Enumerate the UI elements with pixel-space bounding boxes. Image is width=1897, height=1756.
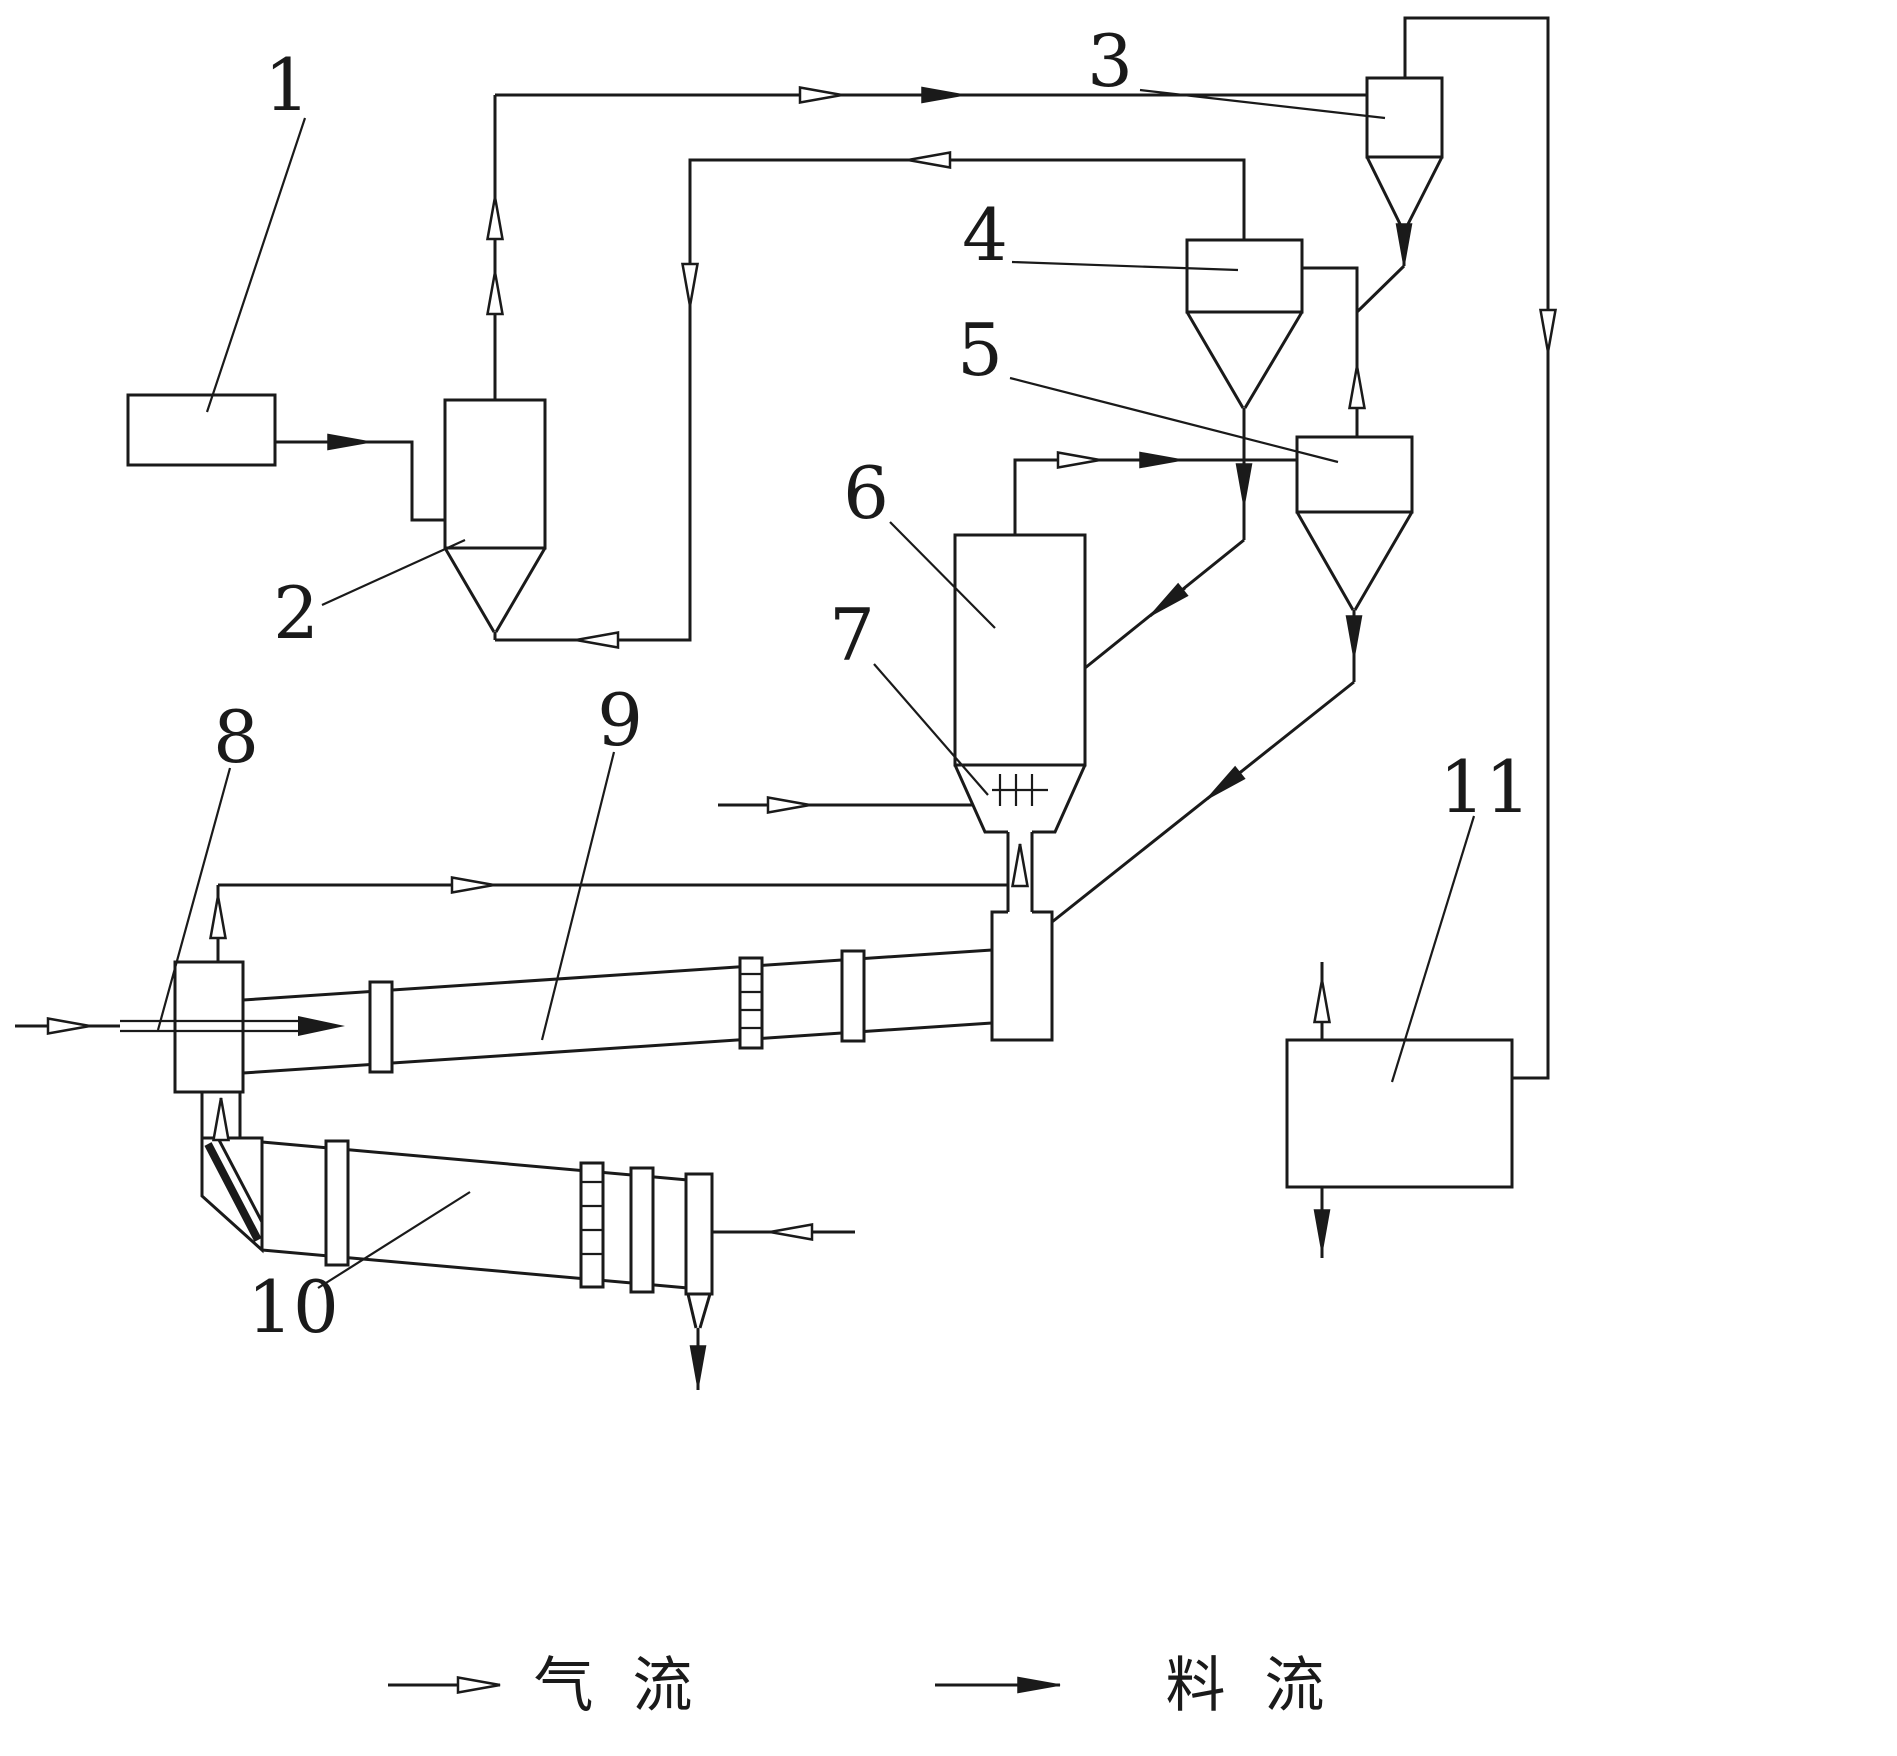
feed-duct xyxy=(275,440,445,522)
kiln-shell-bottom xyxy=(242,1021,993,1075)
leader-9 xyxy=(540,751,616,1041)
riser-duct-5-to-4 xyxy=(1302,266,1359,437)
dust-collector-body xyxy=(1285,1038,1514,1189)
kiln-girth-gear-teeth xyxy=(740,972,762,1030)
material-arrow xyxy=(1206,765,1246,801)
burner-flame-tip xyxy=(298,1016,345,1036)
label-6: 6 xyxy=(843,451,889,535)
label-7: 7 xyxy=(829,593,875,677)
kiln-girth-gear xyxy=(738,956,764,1050)
kiln-tyre-2 xyxy=(840,949,866,1043)
calciner-riser-to-cyclone-5 xyxy=(1013,458,1297,535)
calciner-body xyxy=(953,533,1087,767)
leader-3 xyxy=(1139,88,1386,120)
rotary-cooler-10 xyxy=(200,1136,855,1390)
leader-11 xyxy=(1390,815,1476,1083)
cyclone-4-body xyxy=(1185,238,1304,314)
cooler-discharge-end xyxy=(684,1172,714,1296)
kiln-tyre-1 xyxy=(368,980,394,1074)
cyclone-2 xyxy=(443,93,1367,642)
kiln-head-to-cooler-chute xyxy=(200,1092,242,1138)
label-8: 8 xyxy=(213,695,259,779)
cooler-inlet-chute xyxy=(204,1142,262,1242)
cooler-tyre-1 xyxy=(324,1139,350,1267)
label-9: 9 xyxy=(597,678,643,762)
cyclone-5 xyxy=(1051,435,1414,924)
label-10: 10 xyxy=(247,1265,339,1349)
burner-lance xyxy=(120,1019,298,1033)
cyclone-3-material-chute xyxy=(1355,264,1406,314)
leader-4 xyxy=(1011,260,1239,272)
cyclone-3-gas-outlet-duct xyxy=(1403,16,1550,1080)
leader-5 xyxy=(1009,376,1339,464)
label-11: 11 xyxy=(1439,745,1531,829)
leader-7 xyxy=(873,663,989,796)
kiln-inlet-chamber xyxy=(990,910,1054,1042)
label-3: 3 xyxy=(1087,19,1133,103)
leader-2 xyxy=(321,538,466,607)
cyclone-5-body xyxy=(1295,435,1414,514)
feed-box-body xyxy=(126,393,277,467)
kiln-head-housing xyxy=(173,960,245,1094)
cooler-girth-gear xyxy=(579,1161,605,1289)
cooler-tyre-2 xyxy=(629,1166,655,1294)
label-2: 2 xyxy=(273,571,319,655)
calciner-bottom-duct xyxy=(1006,832,1034,912)
gas-flow-arrows xyxy=(38,86,1557,1241)
leader-8 xyxy=(156,767,232,1031)
label-5: 5 xyxy=(957,308,1003,392)
calciner-grate-7 xyxy=(992,774,1048,806)
flow-legend: 气 流 料 流 xyxy=(388,1651,1334,1721)
cooler-inlet-chute-edge xyxy=(216,1137,264,1223)
leader-6 xyxy=(889,521,996,629)
leader-10 xyxy=(317,1191,471,1289)
reference-numbers: 1 2 3 4 5 6 7 8 9 10 11 xyxy=(213,19,1531,1349)
cyclone-3 xyxy=(1355,16,1550,1080)
material-flow-arrows xyxy=(318,86,1413,1389)
cooler-girth-gear-teeth xyxy=(581,1180,603,1256)
reference-leader-lines xyxy=(156,88,1476,1289)
cyclone-2-body xyxy=(443,398,547,550)
kiln-inlet-chamber-walls xyxy=(990,910,1054,1042)
legend-gas-label: 气 流 xyxy=(533,1651,702,1721)
label-1: 1 xyxy=(264,43,310,127)
legend-material-label: 料 流 xyxy=(1165,1651,1334,1721)
calciner-hopper xyxy=(953,764,1087,834)
riser-duct xyxy=(1302,266,1359,437)
calciner-6 xyxy=(718,458,1297,912)
cyclone-2-bottom-duct xyxy=(495,158,1246,642)
kiln-shell-top xyxy=(242,948,993,1002)
cyclone-4 xyxy=(1084,160,1304,670)
cyclone-5-material-chute xyxy=(1051,680,1355,924)
material-arrow xyxy=(1149,582,1189,618)
cooler-discharge-spout xyxy=(686,1293,712,1329)
feed-box-1 xyxy=(126,393,445,522)
cyclone-2-cone xyxy=(443,547,547,640)
label-4: 4 xyxy=(962,193,1008,277)
rotary-kiln-9 xyxy=(242,948,993,1075)
leader-1 xyxy=(205,117,307,413)
